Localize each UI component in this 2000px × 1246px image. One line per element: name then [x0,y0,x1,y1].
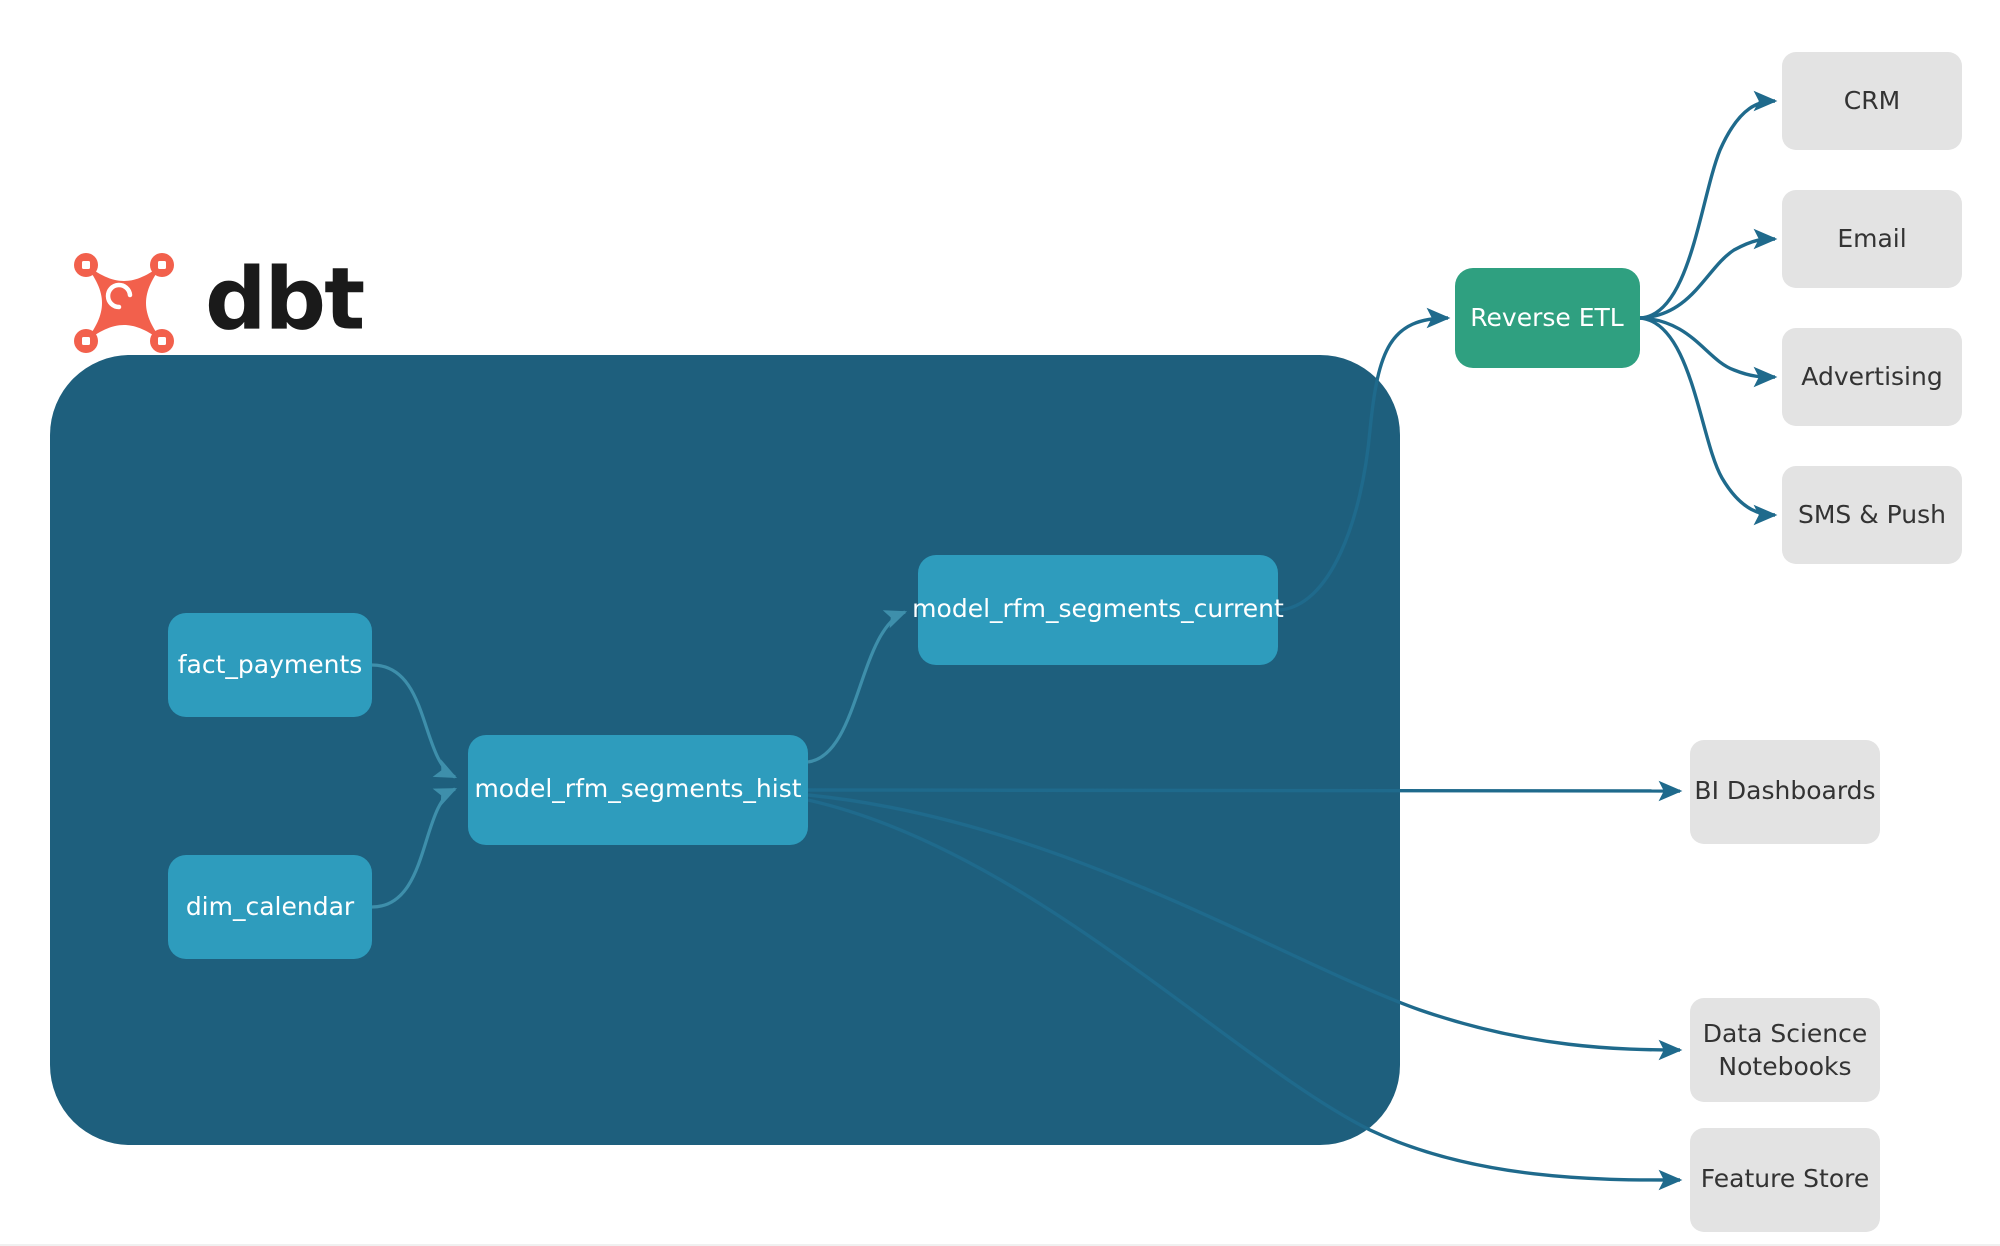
edge-dim-calendar-to-hist [371,787,458,909]
node-feature-store[interactable]: Feature Store [1690,1128,1880,1232]
node-data-science-notebooks-label-line1: Data Science [1703,1019,1868,1048]
edge-reverse-etl-to-email [1639,228,1778,320]
outgoing-edges [807,90,1778,1191]
edge-reverse-etl-to-sms-push [1639,316,1778,526]
node-fact-payments-box[interactable] [168,613,372,717]
node-sms-push-box[interactable] [1782,466,1962,564]
node-data-science-notebooks[interactable]: Data Science Notebooks [1690,998,1880,1102]
dbt-wordmark: dbt [205,249,364,349]
activation-destinations: CRM Email Advertising SMS & Push [1782,52,1962,564]
node-model-rfm-segments-current[interactable]: model_rfm_segments_current [912,555,1284,665]
edge-hist-to-bi-dashboards [807,780,1683,802]
edge-hist-to-data-science-notebooks [807,793,1683,1061]
model-nodes: fact_payments dim_calendar model_rfm_seg… [168,555,1284,959]
node-crm-box[interactable] [1782,52,1962,150]
node-dim-calendar[interactable]: dim_calendar [168,855,372,959]
node-advertising[interactable]: Advertising [1782,328,1962,426]
node-bi-dashboards[interactable]: BI Dashboards [1690,740,1880,844]
edge-reverse-etl-to-advertising [1639,316,1778,388]
node-sms-push-label: SMS & Push [1798,500,1946,529]
node-bi-dashboards-box[interactable] [1690,740,1880,844]
node-crm[interactable]: CRM [1782,52,1962,150]
node-reverse-etl-label: Reverse ETL [1470,303,1624,332]
node-crm-label: CRM [1844,86,1900,115]
node-fact-payments-label: fact_payments [178,650,363,679]
bottom-divider [0,1244,2000,1246]
edge-fact-payments-to-hist [371,663,458,779]
node-feature-store-box[interactable] [1690,1128,1880,1232]
dbt-x-logo-icon [74,253,174,353]
edge-hist-to-current [807,610,908,764]
node-model-rfm-segments-hist-label: model_rfm_segments_hist [474,774,801,803]
node-model-rfm-segments-current-box[interactable] [918,555,1278,665]
node-data-science-notebooks-box[interactable] [1690,998,1880,1102]
node-email-box[interactable] [1782,190,1962,288]
node-advertising-box[interactable] [1782,328,1962,426]
node-fact-payments[interactable]: fact_payments [168,613,372,717]
node-bi-dashboards-label: BI Dashboards [1694,776,1875,805]
analytics-destinations: BI Dashboards Data Science Notebooks Fea… [1690,740,1880,1232]
edge-current-to-reverse-etl [1277,307,1451,612]
node-model-rfm-segments-current-label: model_rfm_segments_current [912,594,1284,623]
edge-reverse-etl-to-crm [1639,90,1778,320]
inner-edges [371,610,908,909]
node-advertising-label: Advertising [1801,362,1942,391]
node-reverse-etl[interactable]: Reverse ETL [1455,268,1640,368]
node-email[interactable]: Email [1782,190,1962,288]
node-dim-calendar-label: dim_calendar [186,892,355,921]
node-dim-calendar-box[interactable] [168,855,372,959]
node-sms-push[interactable]: SMS & Push [1782,466,1962,564]
node-feature-store-label: Feature Store [1701,1164,1870,1193]
node-model-rfm-segments-hist[interactable]: model_rfm_segments_hist [468,735,808,845]
node-reverse-etl-box[interactable] [1455,268,1640,368]
node-model-rfm-segments-hist-box[interactable] [468,735,808,845]
node-email-label: Email [1837,224,1906,253]
dbt-logo: dbt [74,249,366,353]
edge-hist-to-feature-store [807,798,1683,1191]
node-data-science-notebooks-label-line2: Notebooks [1718,1052,1851,1081]
